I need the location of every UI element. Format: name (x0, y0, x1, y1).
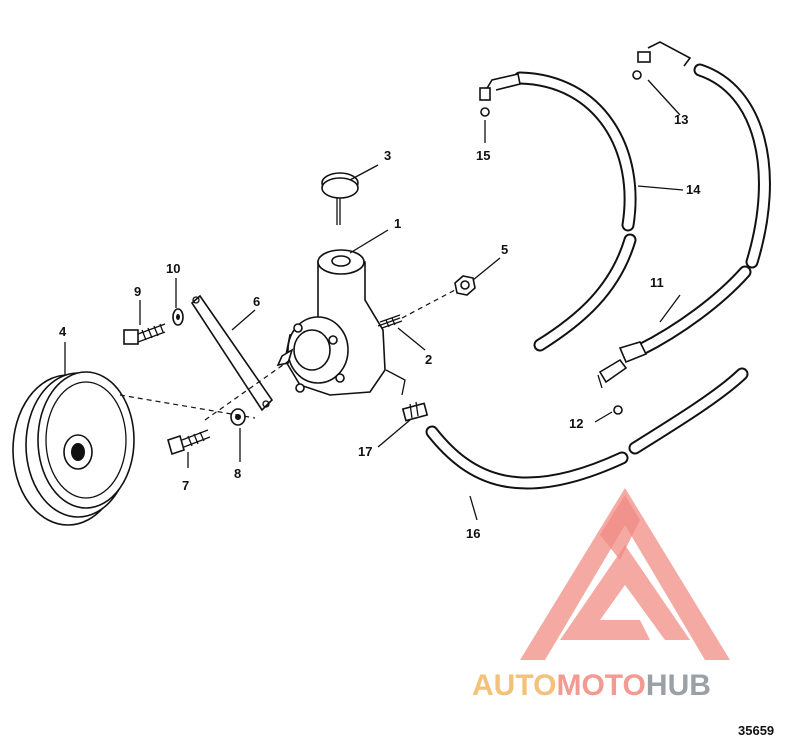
callout-11: 11 (650, 275, 664, 290)
callout-4: 4 (59, 324, 67, 339)
power-steering-pump (276, 249, 406, 396)
callout-17: 17 (358, 444, 372, 459)
callout-13: 13 (674, 112, 688, 127)
pulley (12, 371, 135, 526)
stud-2 (379, 314, 403, 329)
callout-16: 16 (466, 526, 480, 541)
watermark-auto: AUTO (472, 669, 556, 702)
hose-13 (632, 41, 771, 269)
callout-3: 3 (384, 148, 391, 163)
leader-lines (64, 79, 684, 521)
washer-10 (172, 308, 184, 326)
watermark-hub: HUB (646, 669, 711, 702)
nut-5 (454, 275, 476, 296)
svg-text:AUTOMOTOHUB: AUTOMOTOHUB (472, 669, 711, 702)
bracket-6 (190, 294, 274, 412)
callout-7: 7 (182, 478, 189, 493)
watermark-moto: MOTO (556, 669, 645, 702)
alignment-line-nut (401, 289, 456, 319)
callout-8: 8 (234, 466, 241, 481)
watermark-triangle-inner (560, 545, 690, 640)
reservoir-cap (321, 172, 359, 225)
callout-15: 15 (476, 148, 490, 163)
callout-9: 9 (134, 284, 141, 299)
callout-1: 1 (394, 216, 401, 231)
callout-5: 5 (501, 242, 508, 257)
fitting-17 (401, 401, 429, 422)
callout-6: 6 (253, 294, 260, 309)
hose-11 (597, 265, 752, 415)
watermark-logo (520, 488, 730, 660)
callout-14: 14 (686, 182, 701, 197)
bolt-9 (123, 323, 166, 345)
washer-8 (230, 408, 246, 426)
alignment-line-pulley (119, 394, 256, 419)
bolt-7 (167, 429, 211, 456)
callout-2: 2 (425, 352, 432, 367)
reference-number: 35659 (738, 723, 774, 738)
hose-16 (425, 367, 749, 490)
hose-14 (479, 71, 637, 352)
callout-10: 10 (166, 261, 180, 276)
watermark-m-stroke (600, 495, 640, 560)
callout-12: 12 (569, 416, 583, 431)
